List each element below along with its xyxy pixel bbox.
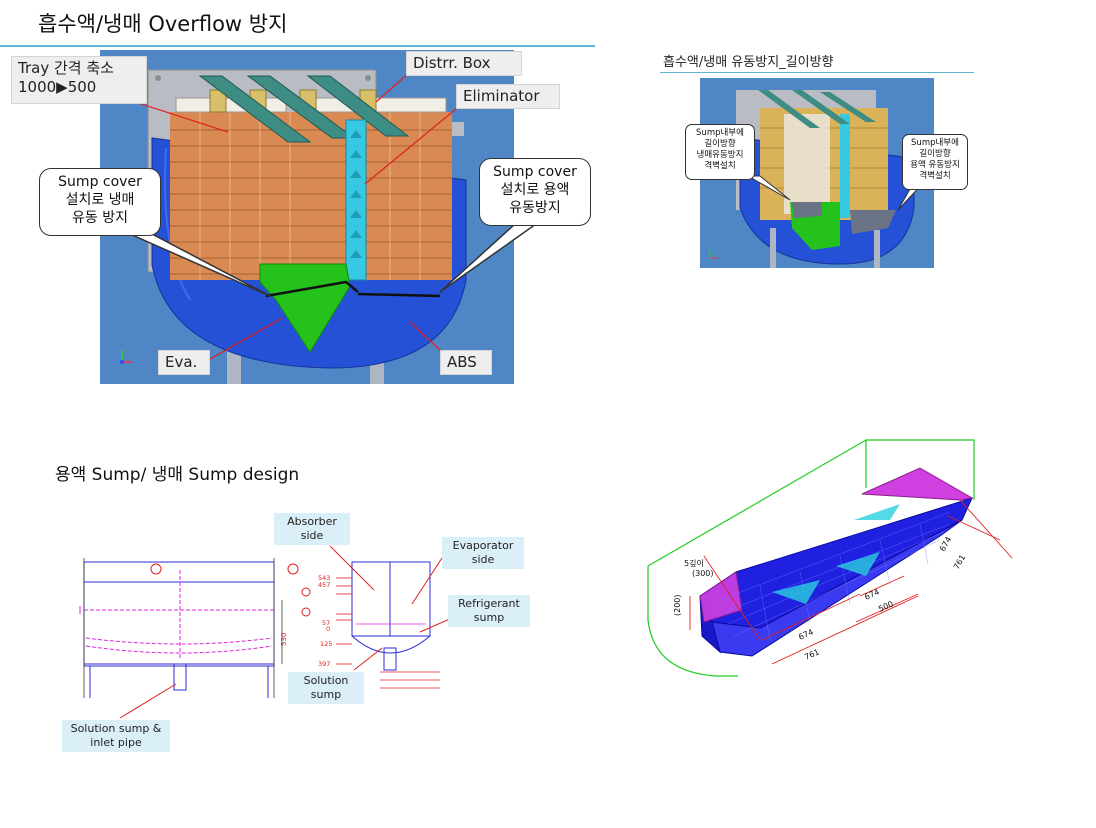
absorber-side-label: Absorber side xyxy=(274,513,350,545)
dim-57: 57 xyxy=(322,619,330,627)
p2-right-line1: Sump내부에 xyxy=(911,138,959,148)
partition-solution-bubble: Sump내부에 길이방향 용액 유동방지 격벽설치 xyxy=(902,134,968,190)
bubble-left-line2: 설치로 냉매 xyxy=(65,192,135,208)
dim-500: 500 xyxy=(877,599,895,613)
refrigerant-line2: sump xyxy=(473,611,505,624)
p2-left-line1: Sump내부에 xyxy=(696,128,744,138)
solution-sump-label: Solution sump xyxy=(288,672,364,704)
p2-left-line3: 냉매유동방지 xyxy=(696,150,744,160)
solution-inlet-label: Solution sump & inlet pipe xyxy=(62,720,170,752)
p2-right-line3: 용액 유동방지 xyxy=(910,160,960,170)
distributor-box-label: Distrr. Box xyxy=(406,51,522,76)
sump-cover-right-bubble: Sump cover 설치로 용액 유동방지 xyxy=(479,158,591,226)
partition-refrigerant-bubble: Sump내부에 길이방향 냉매유동방지 격벽설치 xyxy=(685,124,755,180)
dim-761-b: 761 xyxy=(952,553,967,571)
bubble-left-line1: Sump cover xyxy=(58,174,142,190)
dim-300: (300) xyxy=(692,569,714,578)
dim-125: 125 xyxy=(320,640,332,648)
refrigerant-sump-label: Refrigerant sump xyxy=(448,595,530,627)
dim-457: 457 xyxy=(318,581,330,589)
evaporator-line2: side xyxy=(471,553,495,566)
tray-spacing-label: Tray 간격 축소 1000▶500 xyxy=(11,56,147,104)
dim-761-a: 761 xyxy=(803,647,821,661)
bubble-right-line3: 유동방지 xyxy=(509,200,561,216)
dim-543: 543 xyxy=(318,574,330,582)
eliminator-label: Eliminator xyxy=(456,84,560,109)
absorber-line1: Absorber xyxy=(287,515,337,528)
abs-label: ABS xyxy=(440,350,492,375)
p2-left-line2: 길이방향 xyxy=(704,139,736,149)
refrigerant-line1: Refrigerant xyxy=(458,597,520,610)
dim-674-b: 674 xyxy=(863,587,881,601)
inlet-line1: Solution sump & xyxy=(70,722,162,735)
title-underline xyxy=(0,45,595,47)
dim-674-a: 674 xyxy=(797,627,815,641)
dim-397: 397 xyxy=(318,660,330,668)
tray-label-line2: 1000▶500 xyxy=(18,78,97,96)
main-3d-render xyxy=(100,50,514,384)
dim-674-c: 674 xyxy=(938,535,953,553)
solution-line2: sump xyxy=(310,688,342,701)
absorber-line2: side xyxy=(300,529,324,542)
bubble-right-line2: 설치로 용액 xyxy=(500,182,570,198)
inlet-line2: inlet pipe xyxy=(90,736,142,749)
eva-label: Eva. xyxy=(158,350,210,375)
main-title: 흡수액/냉매 Overflow 방지 xyxy=(38,12,288,36)
bottom-left-title: 용액 Sump/ 냉매 Sump design xyxy=(55,465,300,485)
dim-530: 530 xyxy=(280,633,288,646)
sump-cover-left-bubble: Sump cover 설치로 냉매 유동 방지 xyxy=(39,168,161,236)
top-right-underline xyxy=(660,72,974,73)
top-right-title: 흡수액/냉매 유동방지_길이방향 xyxy=(663,55,834,70)
evaporator-line1: Evaporator xyxy=(452,539,514,552)
tray-label-line1: Tray 간격 축소 xyxy=(18,59,114,77)
p2-left-line4: 격벽설치 xyxy=(704,161,736,171)
dim-depth: 5깊이 xyxy=(684,558,704,568)
p2-right-line2: 길이방향 xyxy=(919,149,951,159)
bubble-right-line1: Sump cover xyxy=(493,164,577,180)
dim-200: (200) xyxy=(673,594,682,616)
dim-0: 0 xyxy=(326,625,330,633)
p2-right-line4: 격벽설치 xyxy=(919,171,951,181)
evaporator-side-label: Evaporator side xyxy=(442,537,524,569)
solution-line1: Solution xyxy=(303,674,349,687)
bubble-left-line3: 유동 방지 xyxy=(72,210,128,226)
